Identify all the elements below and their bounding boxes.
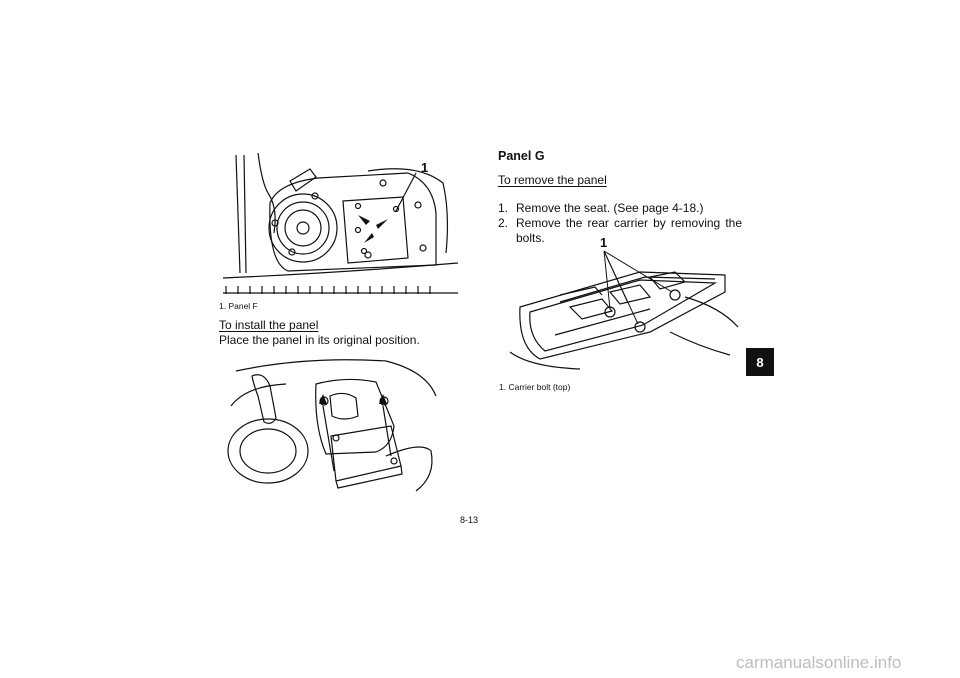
step-number: 1. — [498, 201, 509, 215]
step-number: 2. — [498, 216, 509, 230]
rear-carrier-illustration: 1 — [509, 237, 739, 370]
install-panel-illustration — [227, 359, 437, 492]
watermark: carmanualsonline.info — [736, 653, 902, 672]
figure-install-panel — [226, 356, 446, 498]
panel-f-illustration: 1 — [222, 153, 459, 294]
step-text: Remove the rear carrier by removing the … — [516, 216, 742, 245]
figure1-caption: 1. Panel F — [219, 301, 258, 311]
panel-g-heading: Panel G — [498, 149, 545, 163]
figure-rear-carrier: 1 — [500, 237, 745, 377]
step-item: 2. Remove the rear carrier by removing t… — [498, 216, 742, 246]
removal-steps: 1. Remove the seat. (See page 4-18.) 2. … — [498, 201, 742, 246]
install-text: Place the panel in its original position… — [219, 333, 420, 347]
install-heading: To install the panel — [219, 318, 319, 332]
figure-panel-f: 1 — [218, 153, 463, 298]
chapter-tab: 8 — [746, 348, 774, 376]
figure1-callout: 1 — [421, 160, 428, 175]
page-number: 8-13 — [460, 515, 479, 525]
remove-heading: To remove the panel — [498, 173, 607, 187]
figure3-callout: 1 — [600, 237, 607, 250]
step-text: Remove the seat. (See page 4-18.) — [516, 201, 704, 215]
figure3-caption: 1. Carrier bolt (top) — [499, 382, 571, 392]
step-item: 1. Remove the seat. (See page 4-18.) — [498, 201, 742, 216]
